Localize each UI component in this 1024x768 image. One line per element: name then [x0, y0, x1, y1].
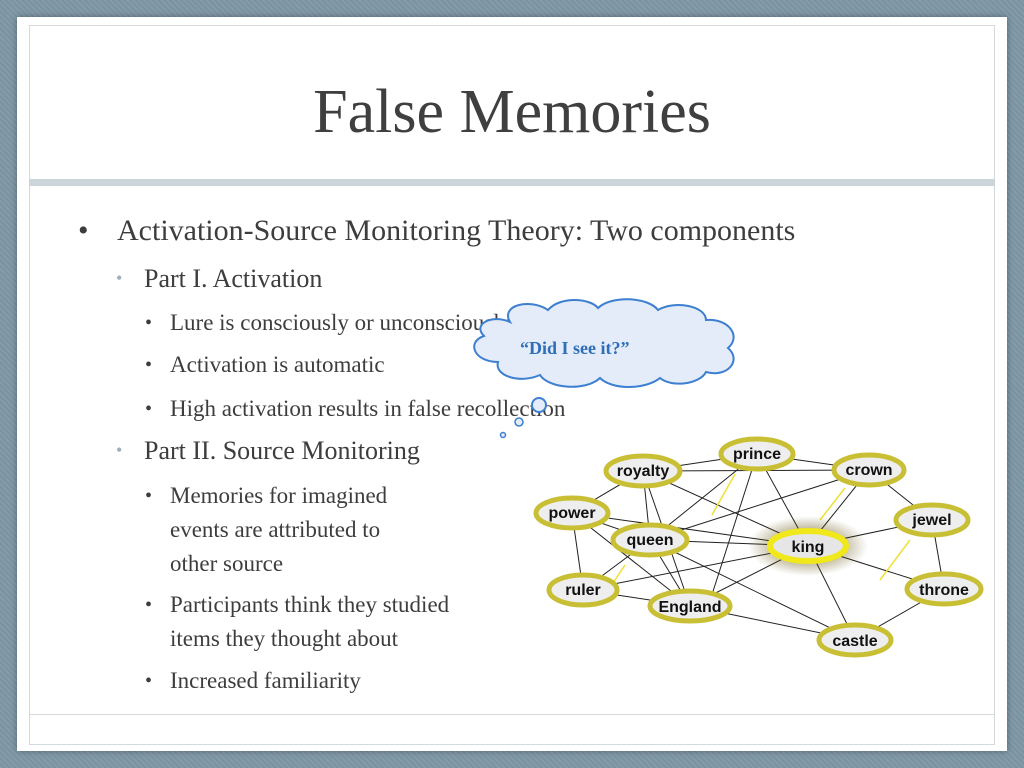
bullet-marker: • — [78, 214, 89, 247]
network-node-power: power — [533, 495, 611, 531]
footer-divider — [29, 714, 995, 715]
title-divider — [29, 179, 995, 186]
network-node-queen: queen — [610, 522, 690, 558]
svg-text:queen: queen — [626, 532, 673, 549]
part2-item-1: Memories for imagined events are attribu… — [170, 483, 388, 576]
sub-bullet-marker: • — [116, 440, 123, 460]
bullet-marker: • — [145, 670, 153, 692]
bullet-marker: • — [145, 354, 153, 376]
bullet-main-text: Activation-Source Monitoring Theory: Two… — [117, 214, 796, 247]
bullet-marker: • — [145, 398, 153, 420]
svg-text:ruler: ruler — [565, 582, 601, 599]
network-node-england: England — [647, 588, 733, 624]
network-node-crown: crown — [831, 452, 907, 488]
part1-label: Part I. Activation — [144, 264, 323, 293]
part2-item-3: Increased familiarity — [170, 668, 361, 693]
network-node-royalty: royalty — [603, 453, 683, 489]
svg-text:England: England — [658, 599, 721, 616]
network-node-prince: prince — [718, 436, 796, 472]
thought-cloud — [473, 298, 735, 439]
part1-item-2: Activation is automatic — [170, 352, 385, 377]
part2-item-2: Participants think they studied items th… — [170, 592, 450, 651]
svg-text:royalty: royalty — [617, 463, 670, 480]
svg-text:castle: castle — [832, 633, 877, 650]
svg-text:jewel: jewel — [911, 512, 951, 529]
part2-label: Part II. Source Monitoring — [144, 436, 420, 465]
network-node-king: king — [767, 528, 849, 564]
cloud-bubble-large — [531, 397, 547, 413]
part1-item-3: High activation results in false recolle… — [170, 396, 566, 421]
thought-bubble-text: “Did I see it?” — [520, 338, 630, 358]
cloud-bubble-medium — [514, 417, 524, 427]
cloud-shape — [473, 298, 735, 388]
network-node-ruler: ruler — [546, 572, 620, 608]
network-node-castle: castle — [816, 622, 894, 658]
bullet-marker: • — [145, 312, 153, 334]
slide: False Memories — [17, 17, 1007, 751]
svg-text:throne: throne — [919, 582, 969, 599]
sub-bullet-marker: • — [116, 268, 123, 288]
cloud-bubble-small — [499, 431, 507, 439]
network-node-jewel: jewel — [893, 502, 971, 538]
svg-text:power: power — [548, 505, 595, 522]
network-node-throne: throne — [904, 571, 984, 607]
svg-text:king: king — [792, 539, 825, 556]
svg-text:crown: crown — [845, 462, 892, 479]
bullet-marker: • — [145, 485, 153, 507]
svg-text:prince: prince — [733, 446, 781, 463]
slide-title: False Memories — [313, 78, 711, 146]
bullet-marker: • — [145, 594, 153, 616]
